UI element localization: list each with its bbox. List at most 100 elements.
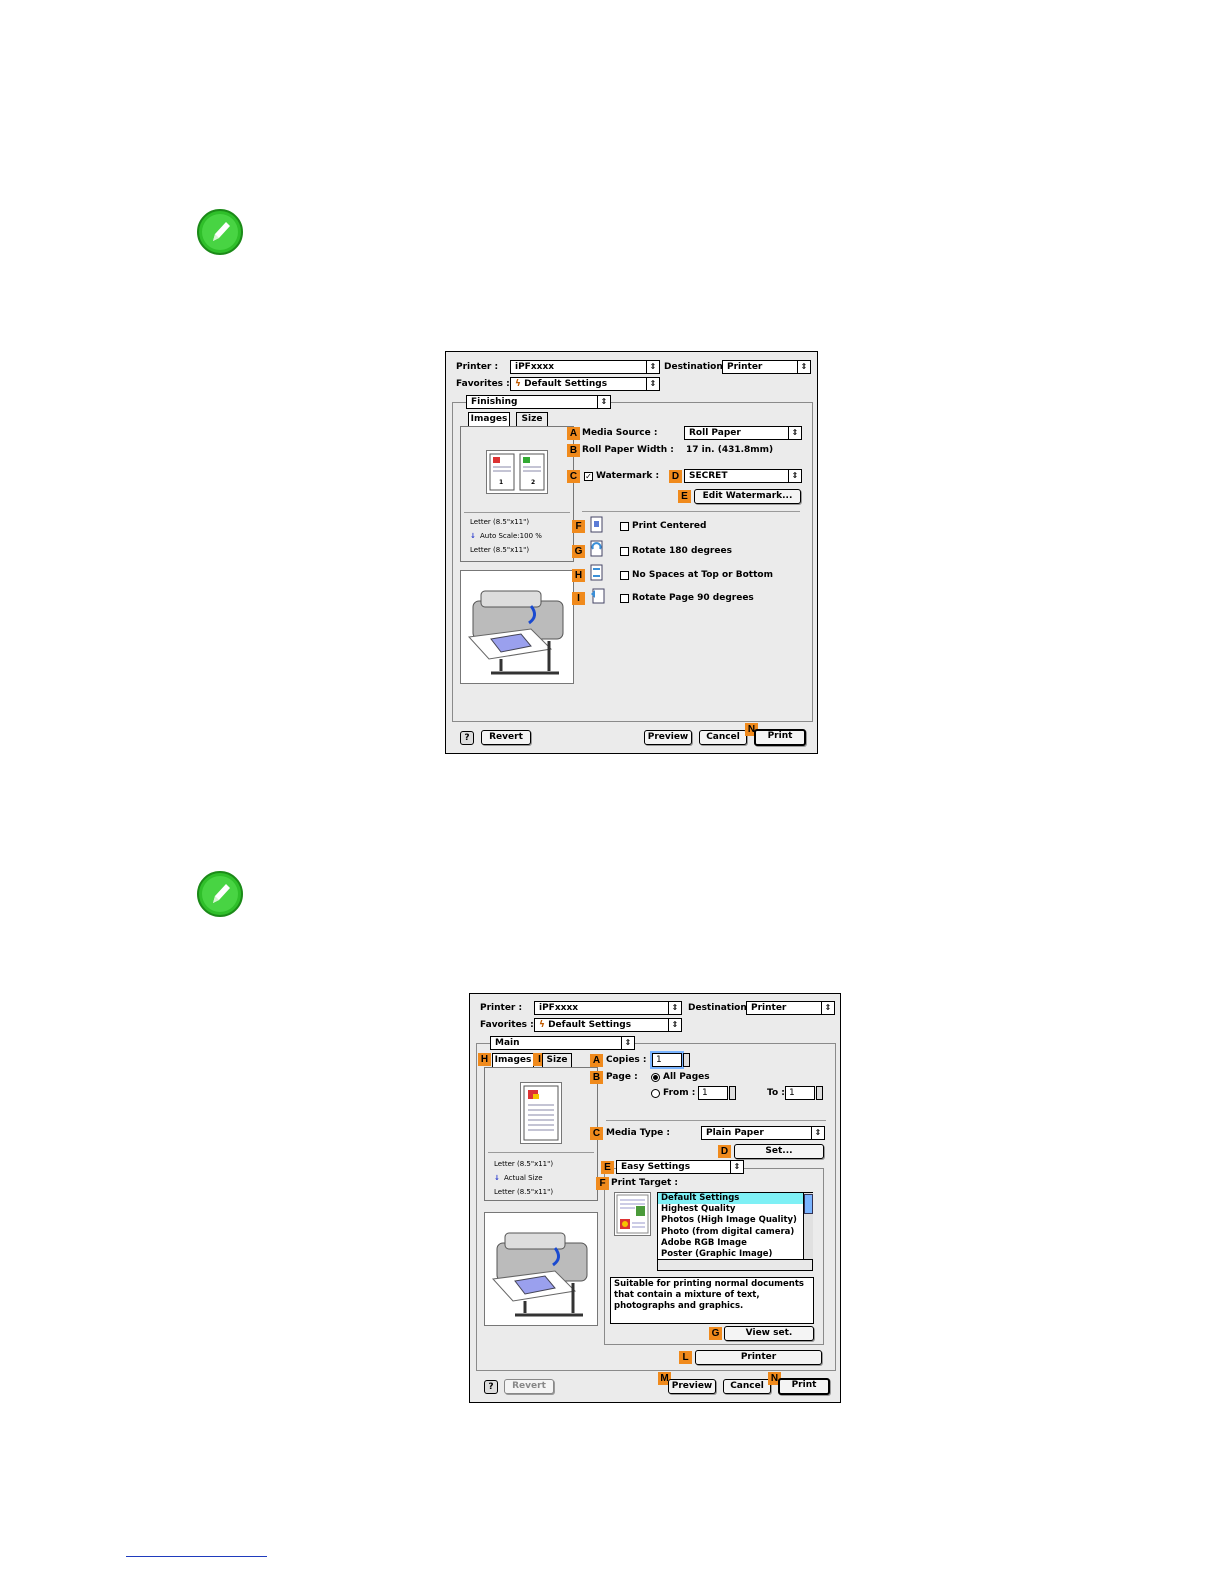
popup-arrow-icon: ⇕ xyxy=(646,378,659,390)
preview-button[interactable]: Preview xyxy=(668,1379,716,1394)
badge-h: H xyxy=(478,1053,491,1066)
print-centered-checkbox[interactable] xyxy=(620,522,629,531)
badge-a: A xyxy=(590,1054,603,1067)
printer-select[interactable]: iPFxxxx⇕ xyxy=(534,1001,682,1015)
horizontal-scrollbar[interactable] xyxy=(657,1259,813,1271)
no-spaces-label: No Spaces at Top or Bottom xyxy=(632,570,773,580)
rotate-180-checkbox[interactable] xyxy=(620,547,629,556)
scroll-thumb[interactable] xyxy=(804,1194,813,1214)
easy-settings-select[interactable]: Easy Settings⇕ xyxy=(616,1160,744,1174)
list-item[interactable]: Default Settings xyxy=(658,1193,812,1205)
watermark-select[interactable]: SECRET ⇕ xyxy=(684,469,802,483)
down-arrow-icon: ↓ xyxy=(470,532,476,540)
from-stepper[interactable] xyxy=(729,1086,736,1100)
panel-select[interactable]: Finishing⇕ xyxy=(466,395,611,409)
watermark-checkbox[interactable]: ✓ xyxy=(584,472,593,481)
rotate-page-90-label: Rotate Page 90 degrees xyxy=(632,593,754,603)
from-field[interactable]: 1 xyxy=(698,1086,728,1100)
cancel-button[interactable]: Cancel xyxy=(723,1379,771,1394)
list-item[interactable]: Adobe RGB Image xyxy=(661,1237,747,1248)
list-item[interactable]: Poster (Graphic Image) xyxy=(661,1248,773,1259)
copies-label: Copies : xyxy=(606,1055,647,1065)
description-line: that contain a mixture of text, xyxy=(614,1290,760,1300)
panel-select[interactable]: Main⇕ xyxy=(490,1036,635,1050)
media-source-value: Roll Paper xyxy=(689,428,741,438)
cancel-button[interactable]: Cancel xyxy=(699,730,747,745)
all-pages-label: All Pages xyxy=(663,1072,710,1082)
revert-button[interactable]: Revert xyxy=(504,1379,554,1394)
no-spaces-checkbox[interactable] xyxy=(620,571,629,580)
roll-width-label: Roll Paper Width : xyxy=(582,445,674,455)
print-target-scrollbar[interactable] xyxy=(803,1193,813,1259)
favorites-select[interactable]: ϟ Default Settings⇕ xyxy=(534,1018,682,1032)
media-source-select[interactable]: Roll Paper⇕ xyxy=(684,426,802,440)
popup-arrow-icon: ⇕ xyxy=(797,361,810,373)
popup-arrow-icon: ⇕ xyxy=(668,1002,681,1014)
favorites-select[interactable]: ϟ Default Settings⇕ xyxy=(510,377,660,391)
rotate-page-90-icon xyxy=(588,586,606,609)
printer-button[interactable]: Printer xyxy=(695,1350,822,1365)
svg-text:1: 1 xyxy=(499,479,503,486)
destination-select[interactable]: Printer⇕ xyxy=(722,360,811,374)
page-label: Page : xyxy=(606,1072,638,1082)
page-icon xyxy=(523,1085,559,1141)
media-type-select[interactable]: Plain Paper⇕ xyxy=(701,1126,825,1140)
preview-info-1: Letter (8.5"x11") xyxy=(494,1160,554,1168)
preview-button[interactable]: Preview xyxy=(644,730,692,745)
popup-arrow-icon: ⇕ xyxy=(788,470,801,482)
destination-label: Destination : xyxy=(664,362,730,372)
media-type-value: Plain Paper xyxy=(706,1128,764,1138)
note-pencil-icon xyxy=(196,208,244,256)
list-item[interactable]: Photos (High Image Quality) xyxy=(661,1215,797,1226)
printer-select[interactable]: iPFxxxx⇕ xyxy=(510,360,660,374)
printer-image xyxy=(460,570,574,684)
preview-info-2: Auto Scale:100 % xyxy=(480,532,542,540)
set-button[interactable]: Set... xyxy=(734,1144,824,1159)
list-item[interactable]: Highest Quality xyxy=(661,1204,736,1215)
badge-i: I xyxy=(572,592,585,605)
rotate-page-90-checkbox[interactable] xyxy=(620,594,629,603)
rotate-180-label: Rotate 180 degrees xyxy=(632,546,732,556)
tab-size[interactable]: Size xyxy=(516,412,548,426)
pages-separator xyxy=(606,1120,826,1121)
all-pages-radio[interactable] xyxy=(651,1073,660,1082)
print-dialog-finishing: Printer : iPFxxxx⇕ Destination : Printer… xyxy=(445,351,818,754)
revert-button[interactable]: Revert xyxy=(481,730,531,745)
tab-size-label: Size xyxy=(546,1055,568,1065)
edit-watermark-button[interactable]: Edit Watermark... xyxy=(694,489,801,504)
to-stepper[interactable] xyxy=(816,1086,823,1100)
footer-link-underline[interactable] xyxy=(126,1556,267,1557)
tab-size[interactable]: Size xyxy=(542,1053,572,1067)
badge-a: A xyxy=(567,427,580,440)
view-set-button[interactable]: View set. xyxy=(724,1326,814,1341)
popup-arrow-icon: ⇕ xyxy=(646,361,659,373)
preview-info-3: Letter (8.5"x11") xyxy=(470,546,530,554)
badge-c: C xyxy=(590,1127,603,1140)
options-separator xyxy=(582,511,800,512)
popup-arrow-icon: ⇕ xyxy=(597,396,610,408)
print-button[interactable]: Print xyxy=(778,1378,830,1395)
preview-separator xyxy=(488,1152,594,1153)
tab-size-label: Size xyxy=(521,414,543,424)
watermark-value: SECRET xyxy=(689,471,728,481)
print-button[interactable]: Print xyxy=(754,729,806,746)
to-field[interactable]: 1 xyxy=(785,1086,815,1100)
media-source-label: Media Source : xyxy=(582,428,658,438)
preview-separator xyxy=(464,512,570,513)
list-item[interactable]: Photo (from digital camera) xyxy=(661,1226,795,1237)
printer-label: Printer : xyxy=(480,1003,523,1013)
tab-images[interactable]: Images xyxy=(468,412,510,426)
tab-images[interactable]: Images xyxy=(492,1053,534,1067)
popup-arrow-icon: ⇕ xyxy=(730,1161,743,1173)
copies-field[interactable]: 1 xyxy=(652,1053,682,1067)
destination-select[interactable]: Printer⇕ xyxy=(746,1001,835,1015)
print-target-list[interactable]: Default Settings Highest Quality Photos … xyxy=(657,1192,813,1271)
popup-arrow-icon: ⇕ xyxy=(821,1002,834,1014)
help-icon[interactable]: ? xyxy=(460,731,474,745)
help-icon[interactable]: ? xyxy=(484,1380,498,1394)
note-pencil-icon xyxy=(196,870,244,918)
tab-images-label: Images xyxy=(494,1055,532,1065)
from-radio[interactable] xyxy=(651,1089,660,1098)
copies-stepper[interactable] xyxy=(683,1053,690,1067)
